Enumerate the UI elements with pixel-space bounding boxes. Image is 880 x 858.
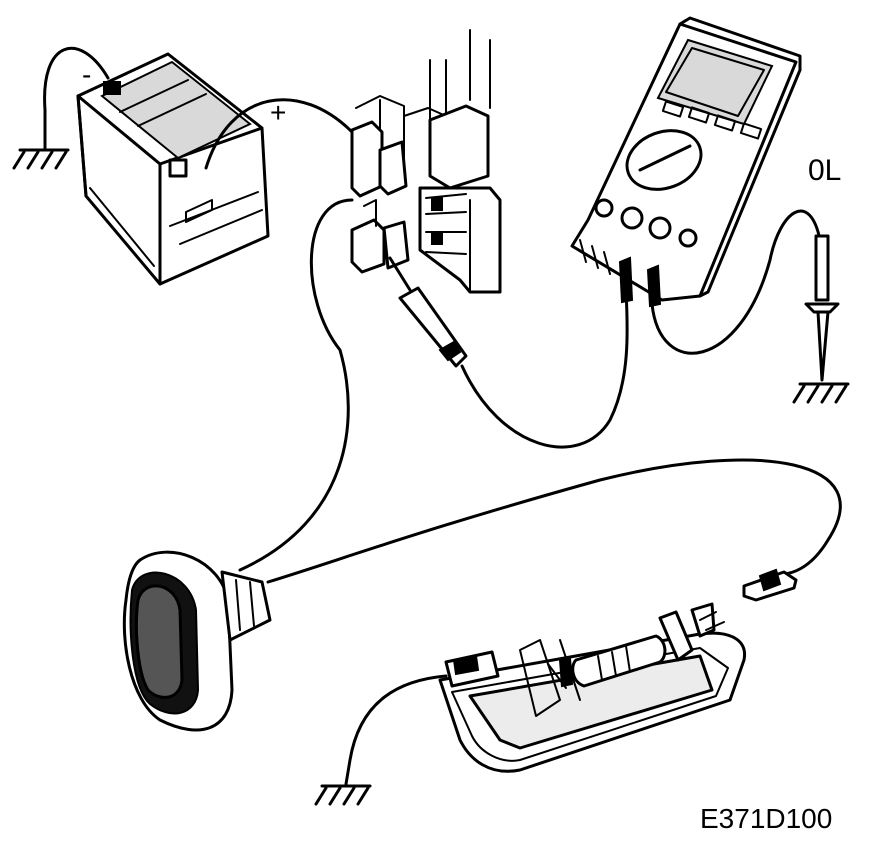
test-probe-fusebox	[388, 256, 468, 368]
ground-symbol-lamp	[314, 784, 372, 806]
figure-code: E371D100	[700, 803, 832, 834]
lamp-ground-wire	[344, 674, 448, 786]
battery-positive-wire	[204, 98, 354, 170]
fusebox-to-switch-wire	[238, 198, 354, 572]
switch-to-lamp-wire	[266, 458, 842, 584]
battery-positive-label: +	[270, 97, 286, 128]
wire-connector	[742, 568, 798, 602]
battery-negative-label: -	[82, 59, 91, 90]
fuse-box	[350, 29, 502, 294]
ground-symbol-meter	[792, 382, 850, 404]
lamp-housing	[438, 602, 747, 773]
meter-com-wire	[650, 209, 822, 355]
switch	[122, 550, 272, 732]
multimeter	[570, 16, 802, 308]
ground-symbol-battery	[12, 148, 70, 170]
battery-ground-wire	[43, 46, 110, 150]
probe-wire-to-meter	[460, 288, 629, 449]
battery: - +	[76, 52, 286, 286]
meter-reading: 0L	[808, 154, 841, 187]
test-probe-ground	[804, 234, 840, 382]
